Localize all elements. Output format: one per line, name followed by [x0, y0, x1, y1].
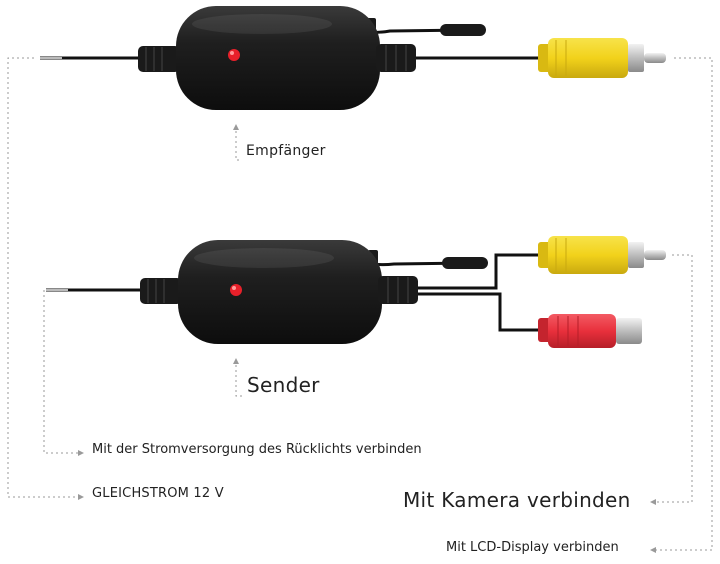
transmitter-cable-to-red — [418, 292, 540, 332]
arrowhead-camera-icon — [650, 499, 656, 505]
arrowhead-receiver-icon — [233, 124, 239, 130]
yellow-rca-top — [538, 38, 666, 78]
transmitter-body — [178, 240, 382, 344]
label-reverse-light-power: Mit der Stromversorgung des Rücklichts v… — [92, 442, 422, 457]
label-connect-camera: Mit Kamera verbinden — [403, 488, 631, 512]
label-receiver: Empfänger — [246, 143, 326, 159]
leader-arrowheads — [78, 124, 656, 553]
arrowhead-dc-icon — [78, 494, 84, 500]
leader-sender — [235, 360, 242, 397]
arrowhead-sender-icon — [233, 358, 239, 364]
receiver-antenna-tip — [440, 24, 486, 36]
transmitter-led — [230, 284, 242, 296]
red-dc-plug — [538, 314, 642, 348]
leader-reverse-light — [43, 290, 78, 454]
receiver-module — [40, 6, 540, 110]
leader-dc-12v — [7, 57, 78, 498]
label-transmitter: Sender — [247, 373, 320, 397]
transmitter-left-strain-relief — [140, 278, 182, 304]
receiver-body — [176, 6, 380, 110]
leader-receiver — [235, 126, 242, 161]
arrowhead-lcd-icon — [650, 547, 656, 553]
receiver-left-strain-relief — [138, 46, 180, 72]
yellow-rca-bottom — [538, 236, 666, 274]
leader-camera — [656, 254, 693, 503]
transmitter-cable-to-yellow — [418, 253, 540, 290]
transmitter-antenna-tip — [442, 257, 488, 269]
arrowhead-reverse-light-icon — [78, 450, 84, 456]
leader-lines — [7, 57, 713, 551]
transmitter-module — [46, 240, 540, 344]
receiver-led — [228, 49, 240, 61]
label-dc-12v: GLEICHSTROM 12 V — [92, 486, 224, 501]
label-connect-lcd: Mit LCD-Display verbinden — [446, 540, 619, 555]
leader-lcd — [656, 57, 713, 551]
